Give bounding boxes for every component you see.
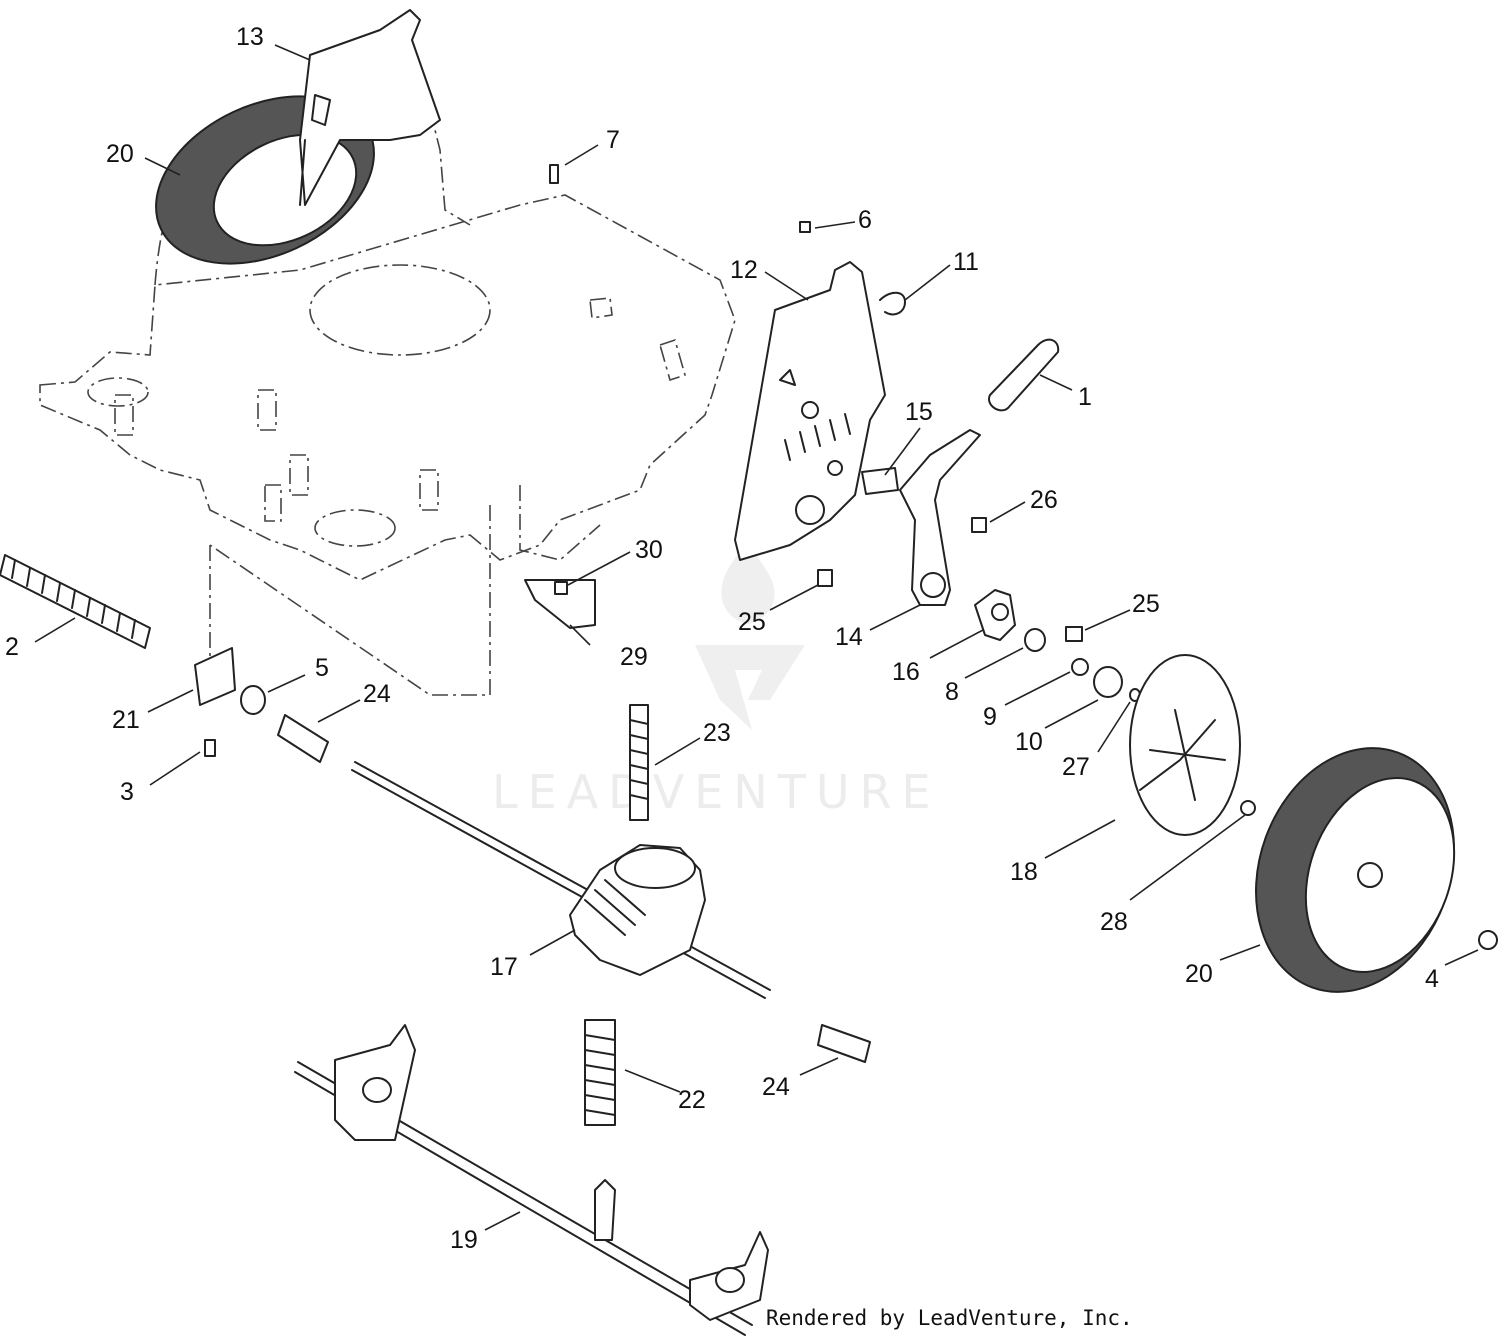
screw [799, 221, 811, 233]
wheel-hub-cover [1129, 654, 1241, 836]
front-wheel-assembly [1255, 747, 1456, 993]
rear-flap-bracket [299, 9, 441, 206]
washer-9 [1071, 658, 1089, 676]
callout-labels: 13 20 7 6 12 11 1 15 26 30 2 25 14 25 29… [5, 23, 1439, 1254]
watermark-text: LEADVENTURE [492, 765, 941, 819]
gear-bushing [1093, 666, 1123, 698]
callout-25: 25 [1132, 590, 1160, 618]
callout-28: 28 [1100, 908, 1128, 936]
callout-2: 2 [5, 633, 19, 661]
transmission [569, 844, 706, 976]
callout-30: 30 [635, 536, 663, 564]
lever-spring-clip [861, 467, 899, 495]
callout-21: 21 [112, 706, 140, 734]
bolt-26 [971, 517, 987, 533]
washer-5 [240, 685, 266, 715]
spring-2 [0, 554, 151, 649]
nut-30 [554, 581, 568, 595]
leader-lines [34, 44, 1479, 1231]
callout-11: 11 [953, 248, 979, 276]
chute-bracket [524, 579, 596, 629]
callout-1: 1 [1078, 383, 1092, 411]
callout-25: 25 [738, 608, 766, 636]
callout-27: 27 [1062, 753, 1090, 781]
spring-clip [879, 291, 906, 316]
mower-deck-phantom [39, 109, 736, 700]
callout-24: 24 [762, 1073, 790, 1101]
bolt-25-right [1065, 626, 1083, 642]
callout-12: 12 [730, 256, 758, 284]
callout-24: 24 [363, 680, 391, 708]
spring-24-right [817, 1024, 871, 1063]
height-adjust-lever [899, 429, 981, 606]
adjust-lever-knob [988, 338, 1060, 412]
leadventure-watermark: LEADVENTURE [492, 540, 941, 819]
callout-20: 20 [106, 140, 134, 168]
spring-23 [629, 704, 649, 821]
axle-bracket [194, 647, 236, 706]
callout-5: 5 [315, 654, 329, 682]
callout-26: 26 [1030, 486, 1058, 514]
callout-20: 20 [1185, 960, 1213, 988]
callout-9: 9 [983, 703, 997, 731]
callout-22: 22 [678, 1086, 706, 1114]
drive-axle [351, 761, 771, 999]
callout-6: 6 [858, 206, 872, 234]
callout-14: 14 [835, 623, 863, 651]
washer-28 [1240, 800, 1256, 816]
screw-3 [204, 739, 216, 757]
wheel-nut [1478, 930, 1498, 950]
callout-8: 8 [945, 678, 959, 706]
callout-18: 18 [1010, 858, 1038, 886]
pin [549, 164, 559, 184]
height-adjust-plate [734, 261, 886, 561]
callout-10: 10 [1015, 728, 1043, 756]
callout-19: 19 [450, 1226, 478, 1254]
callout-29: 29 [620, 643, 648, 671]
callout-16: 16 [892, 658, 920, 686]
callout-17: 17 [490, 953, 518, 981]
callout-3: 3 [120, 778, 134, 806]
spring-24-left [277, 714, 329, 763]
render-credit: Rendered by LeadVenture, Inc. [766, 1306, 1133, 1330]
pivot-bracket [974, 589, 1016, 641]
washer-8 [1024, 628, 1046, 652]
callout-4: 4 [1425, 965, 1439, 993]
spring-22 [584, 1019, 616, 1126]
watermark-flame-icon [721, 540, 775, 624]
callout-7: 7 [606, 126, 620, 154]
watermark-v-icon [695, 645, 805, 730]
bolt-25-left [817, 569, 833, 587]
height-adjust-rod [294, 1024, 769, 1336]
callout-15: 15 [905, 398, 933, 426]
callout-13: 13 [236, 23, 264, 51]
callout-23: 23 [703, 719, 731, 747]
